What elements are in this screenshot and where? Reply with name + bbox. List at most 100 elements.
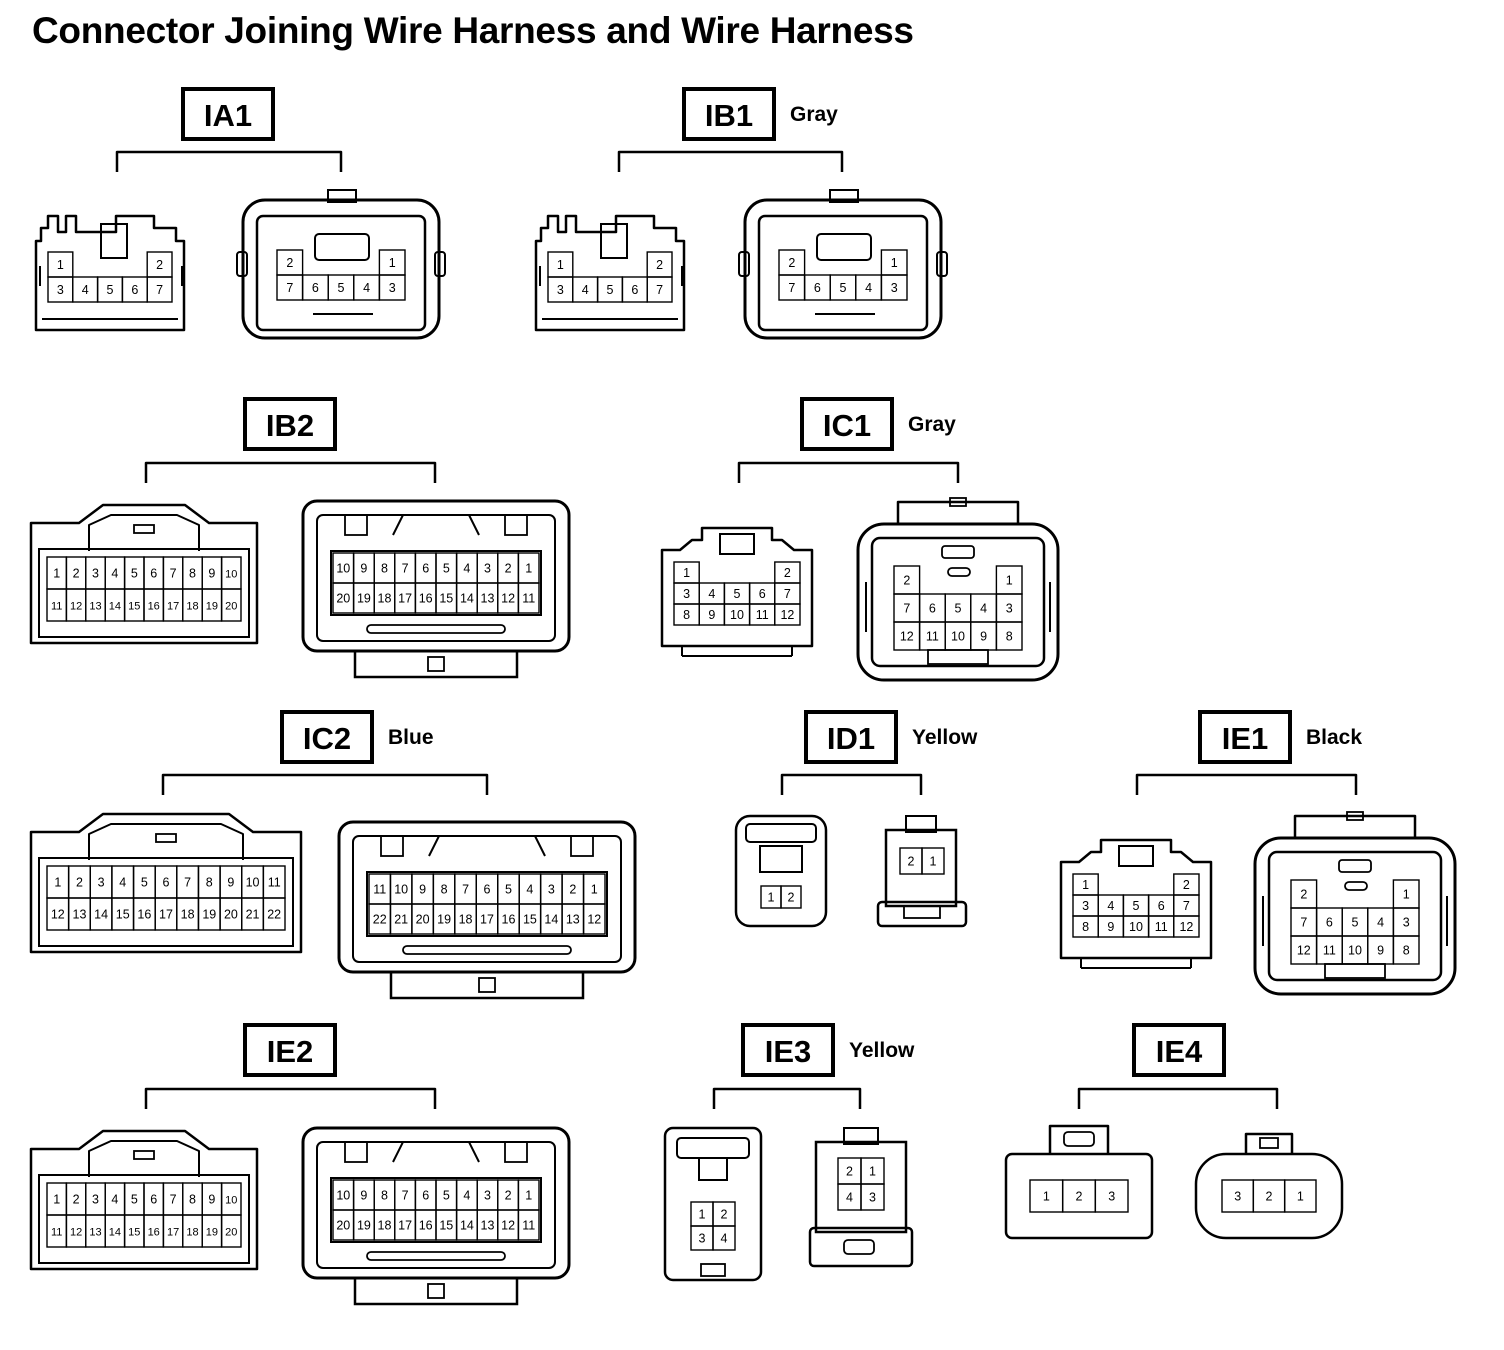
pin-number: 7 (170, 567, 177, 581)
pin-number: 2 (76, 876, 83, 890)
pin-number: 9 (208, 567, 215, 581)
pin-number: 3 (1108, 1190, 1115, 1204)
pin-number: 7 (1183, 899, 1190, 913)
pin-number: 8 (206, 876, 213, 890)
connector-outline (255, 214, 427, 332)
bracket-line (161, 773, 489, 795)
pin-number: 1 (683, 566, 690, 580)
pin-number: 1 (525, 1189, 532, 1203)
pin-number: 3 (484, 1189, 491, 1203)
connector-outline (353, 1276, 519, 1306)
pin-number: 5 (443, 562, 450, 576)
connector-outline (427, 656, 445, 672)
connector-code: ID1 (827, 721, 875, 756)
pin-number: 5 (131, 1193, 138, 1207)
connector-outline (745, 823, 817, 843)
pin-number: 17 (398, 1219, 412, 1233)
connector-outline (927, 649, 989, 665)
pin-number: 4 (582, 283, 589, 297)
pin-number: 11 (51, 601, 62, 613)
pin-number: 16 (137, 908, 151, 922)
bracket-line (115, 150, 343, 172)
pin-number: 18 (186, 1227, 198, 1239)
connector-outline (1004, 1152, 1154, 1240)
connector-outline (1063, 1131, 1095, 1147)
pin-number: 9 (360, 1189, 367, 1203)
pin-number: 13 (89, 601, 101, 613)
pin-cell (517, 1209, 540, 1241)
pin-number: 4 (111, 1193, 118, 1207)
pin-number: 20 (225, 1227, 237, 1239)
bracket-line (737, 461, 960, 483)
connector-code: IB1 (705, 98, 753, 133)
pin-number: 11 (373, 883, 386, 897)
connector-color-label: Blue (388, 726, 434, 749)
pin-number: 6 (422, 562, 429, 576)
connector-code-box (804, 710, 898, 764)
pin-number: 17 (159, 908, 173, 922)
pin-number: 10 (336, 562, 350, 576)
pin-number: 1 (1006, 574, 1013, 588)
connector-outline (884, 828, 958, 908)
connector-color-label: Gray (790, 103, 838, 126)
pin-number: 1 (53, 1193, 60, 1207)
connector-outline (941, 545, 975, 559)
pin-number: 3 (548, 883, 555, 897)
connector-outline (38, 548, 250, 638)
connector-code-box (1132, 1023, 1226, 1077)
pin-number: 14 (109, 601, 121, 613)
pin-cell (220, 588, 242, 622)
pin-number: 15 (439, 592, 453, 606)
connector-outline (1344, 881, 1368, 891)
pin-number: 5 (131, 567, 138, 581)
pin-cell (517, 582, 540, 614)
pin-number: 18 (378, 1219, 392, 1233)
connector-outline (427, 1283, 445, 1299)
pin-number: 19 (206, 601, 218, 613)
connector-outline (698, 1157, 728, 1181)
pin-number: 8 (381, 1189, 388, 1203)
connector-outline (936, 251, 948, 277)
pin-number: 2 (784, 566, 791, 580)
connector-outline (843, 1239, 875, 1255)
pin-number: 11 (926, 630, 939, 644)
pin-cell (262, 897, 286, 931)
connector-outline (814, 1140, 908, 1234)
pin-number: 18 (186, 601, 198, 613)
pin-number: 12 (1179, 920, 1193, 934)
pin-number: 17 (167, 601, 179, 613)
pin-number: 12 (1297, 944, 1311, 958)
pin-number: 12 (501, 592, 515, 606)
pin-number: 3 (891, 281, 898, 295)
connector-outline (1244, 1132, 1294, 1154)
pin-number: 14 (544, 913, 558, 927)
pin-number: 4 (980, 602, 987, 616)
pin-number: 11 (522, 1219, 535, 1233)
pin-number: 10 (951, 630, 965, 644)
pin-number: 2 (73, 1193, 80, 1207)
pin-number: 19 (357, 1219, 371, 1233)
pin-number: 4 (111, 567, 118, 581)
pin-number: 4 (82, 283, 89, 297)
connector-outline (337, 820, 637, 974)
pin-number: 5 (840, 281, 847, 295)
connector-outline (843, 1127, 879, 1145)
pin-number: 19 (206, 1227, 218, 1239)
connector-outline (88, 823, 244, 860)
pin-cell (646, 276, 673, 303)
pin-number: 13 (566, 913, 580, 927)
pin-cell (1173, 915, 1200, 938)
pin-number: 7 (156, 283, 163, 297)
pin-number: 10 (1129, 920, 1143, 934)
pin-number: 1 (768, 891, 775, 905)
pin-number: 1 (930, 855, 937, 869)
pin-number: 12 (587, 913, 601, 927)
pin-number: 1 (1043, 1190, 1050, 1204)
pin-number: 10 (730, 608, 744, 622)
pin-number: 6 (422, 1189, 429, 1203)
bracket-line (1135, 773, 1358, 795)
